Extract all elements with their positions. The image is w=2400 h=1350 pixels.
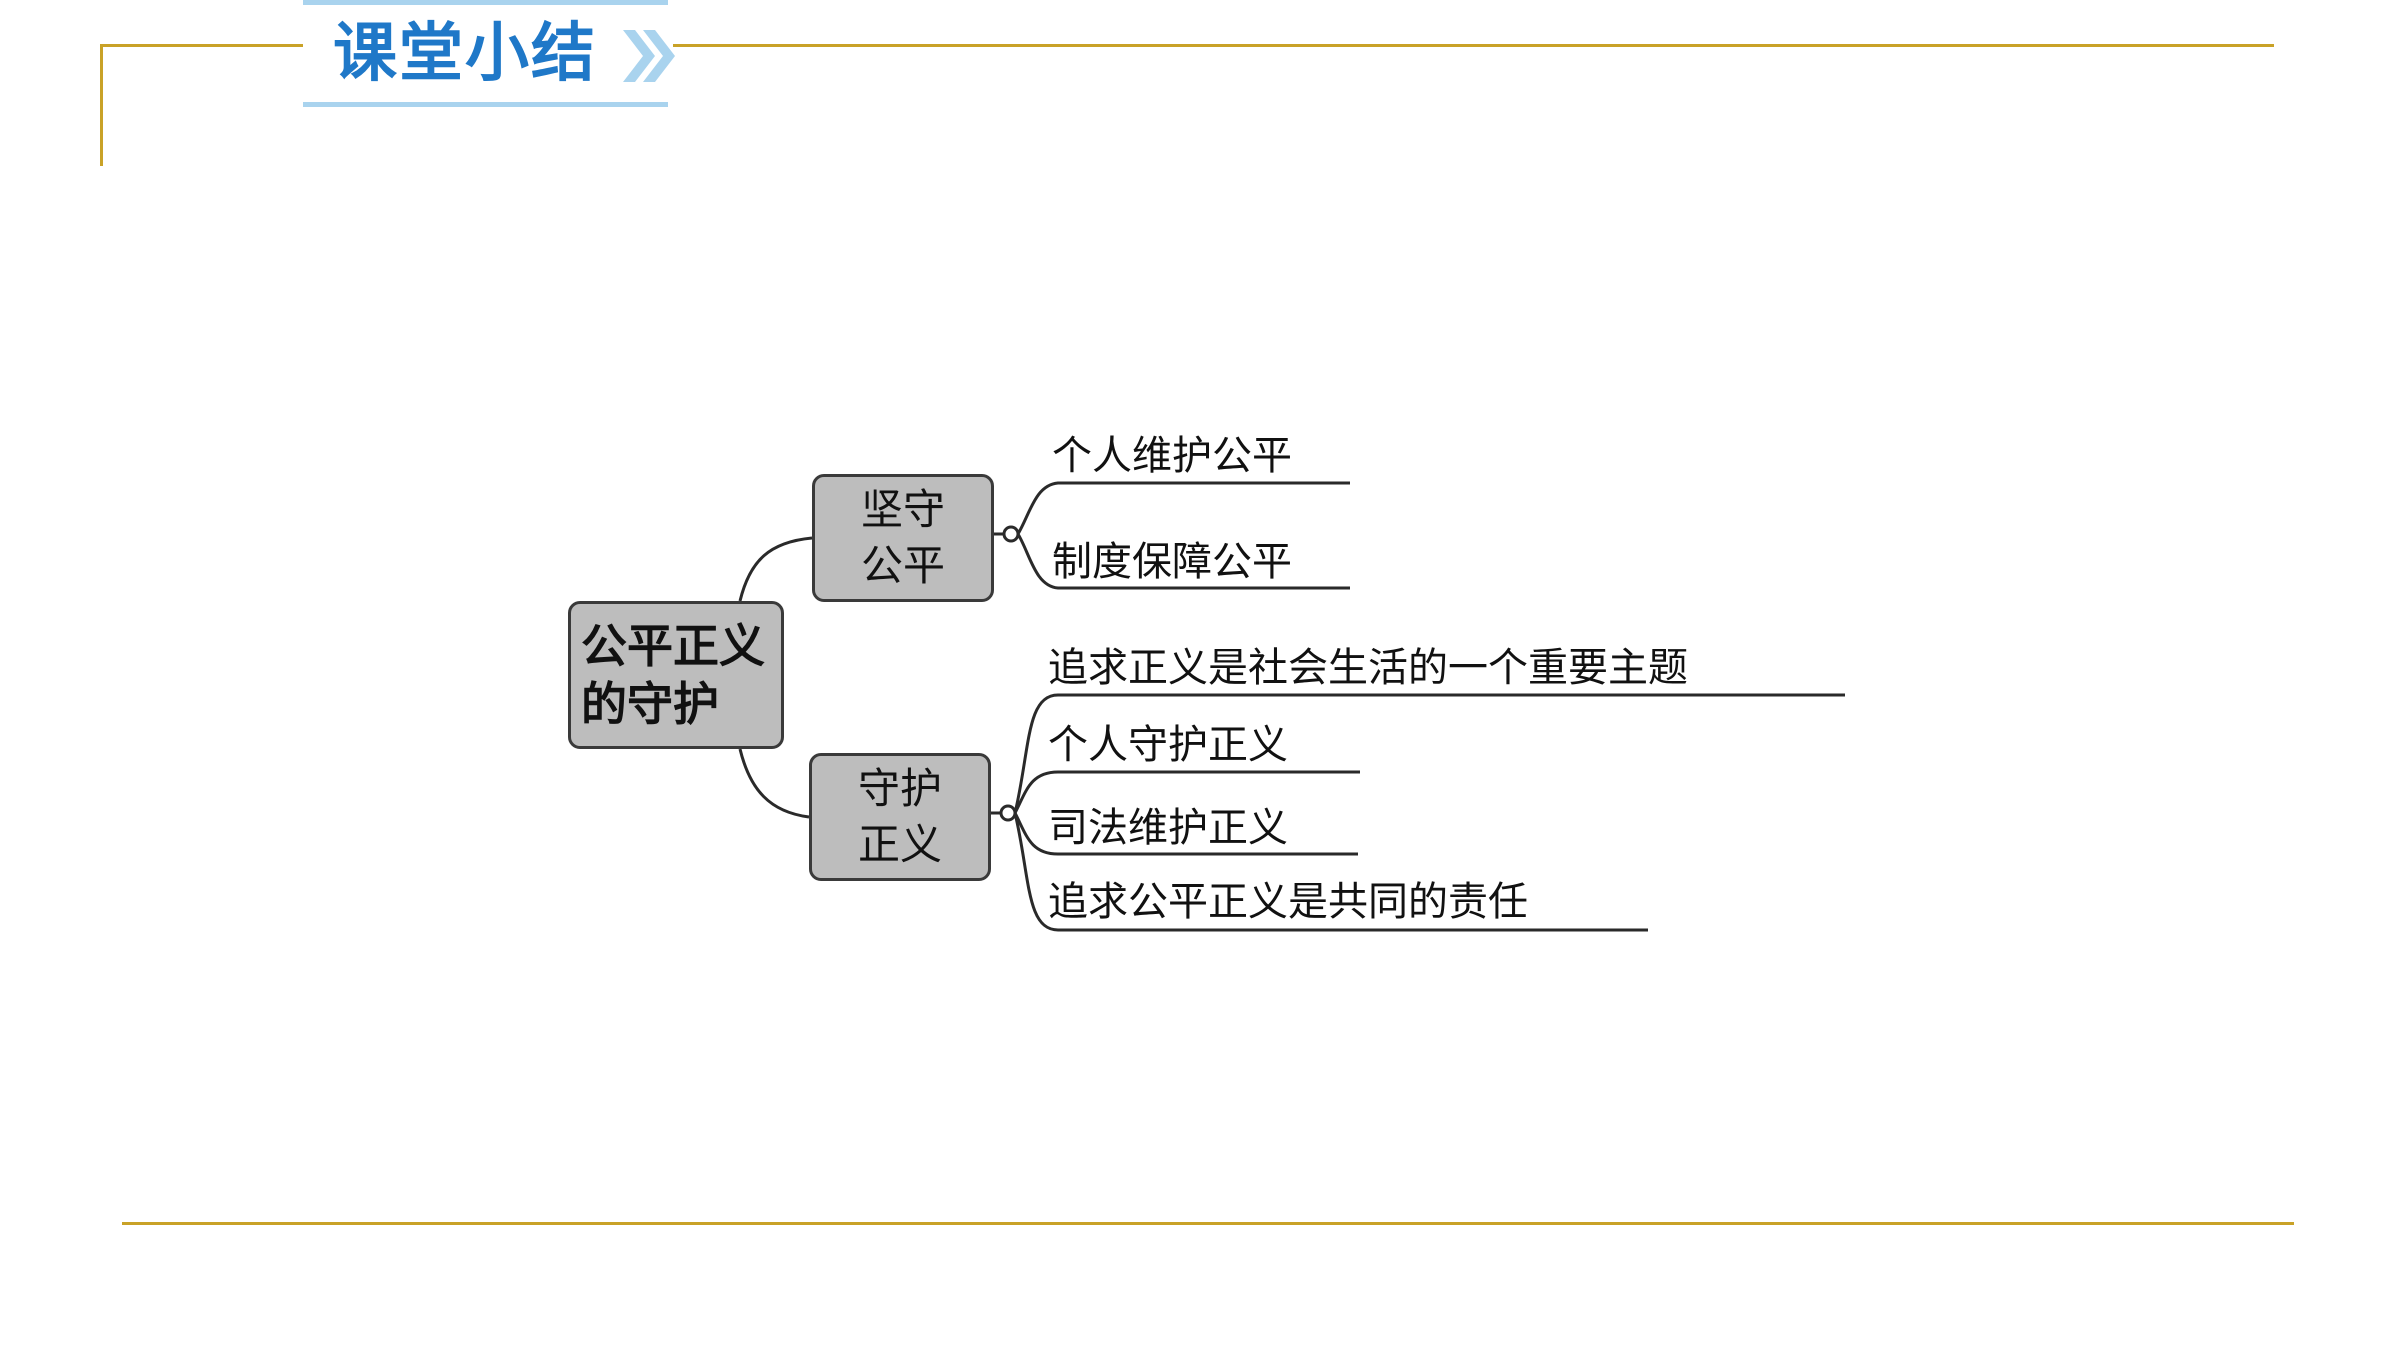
root-node-line-2: 的守护 [581,677,719,731]
connector-root-to-branch-2 [738,748,810,819]
root-node-line-1: 公平正义 [581,619,765,673]
root-node: 公平正义 的守护 [568,601,784,749]
branch-node-uphold-fairness: 坚守 公平 [812,474,994,602]
leaf-item: 司法维护正义 [1048,805,1288,851]
leaf-item: 追求公平正义是共同的责任 [1048,879,1528,925]
brace-branch-1 [1016,481,1350,535]
title-bottom-bar [303,102,668,107]
mind-map-connectors [738,481,1845,932]
branch-node-line-2: 公平 [860,541,945,590]
section-title-banner: 课堂小结 [303,0,675,110]
title-top-bar [303,0,668,5]
top-rule-line [100,44,2274,47]
brace-branch-2 [1013,693,1845,814]
section-title: 课堂小结 [333,17,597,91]
branch-node-line-1: 坚守 [860,485,945,534]
leaf-item: 个人守护正义 [1048,722,1288,768]
mind-map: 公平正义 的守护 坚守 公平 守护 正义 个人维护公平 制度保障公平 追求正义是… [560,420,1860,940]
chevron-right-icon [623,30,675,82]
leaf-item: 个人维护公平 [1052,433,1292,479]
left-corner-line [100,44,103,166]
branch-node-line-2: 正义 [857,820,942,869]
leaf-item: 追求正义是社会生活的一个重要主题 [1048,645,1688,691]
branch-node-guard-justice: 守护 正义 [809,753,991,881]
branch-node-line-1: 守护 [857,764,942,813]
connector-root-to-branch-1 [738,536,813,602]
leaf-item: 制度保障公平 [1052,539,1292,585]
bottom-rule-line [122,1222,2294,1225]
